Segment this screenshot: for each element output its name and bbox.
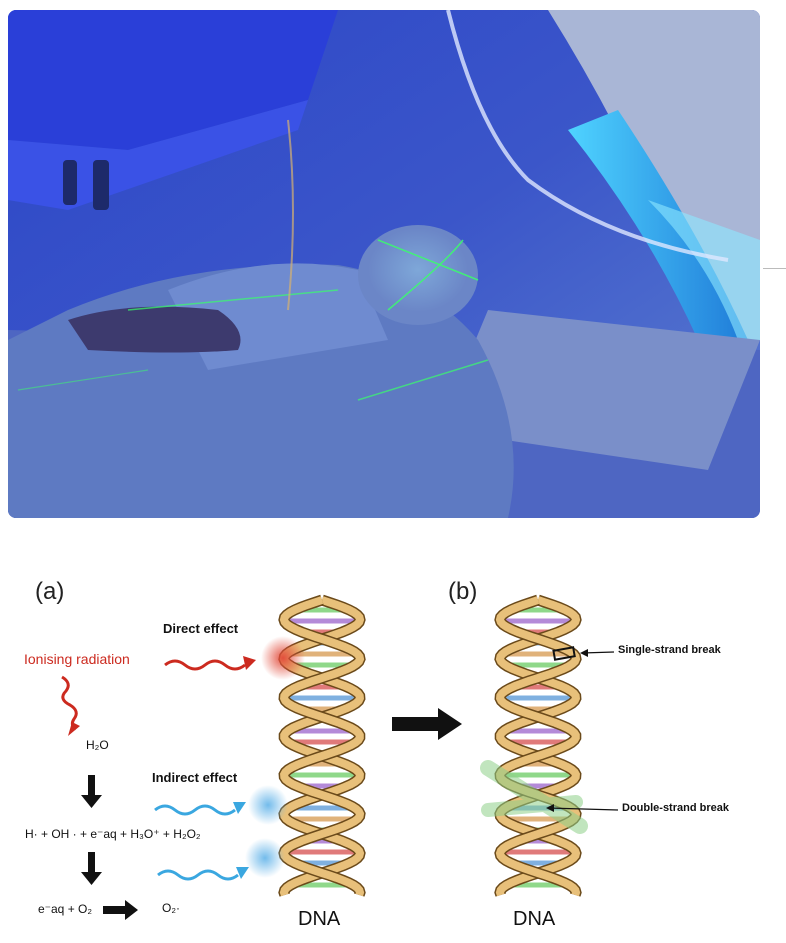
dna-label-right: DNA	[513, 908, 556, 930]
dna-helix-right	[494, 594, 582, 897]
double-strand-break-label: Double-strand break	[622, 802, 729, 814]
dna-label-left: DNA	[298, 908, 341, 930]
dna-strand	[495, 596, 581, 897]
indirect-effect-glow-2	[245, 838, 285, 878]
ionising-radiation-label: Ionising radiation	[24, 651, 130, 667]
panel-a-label: (a)	[35, 578, 65, 605]
big-transition-arrow	[392, 717, 440, 731]
panel-b-label: (b)	[448, 578, 478, 605]
down-arrow-2	[81, 872, 102, 885]
superoxide-reactants-label: e⁻aq + O₂	[38, 902, 93, 916]
direct-effect-label: Direct effect	[163, 621, 239, 636]
direct-effect-glow	[261, 636, 305, 680]
indirect-effect-label: Indirect effect	[152, 770, 238, 785]
water-label: H₂O	[86, 738, 109, 752]
dna-strand	[279, 596, 365, 897]
single-strand-break-label: Single-strand break	[618, 644, 721, 656]
single-strand-break-mark	[552, 646, 576, 661]
radiotherapy-photo	[8, 10, 760, 518]
superoxide-product-label: O₂·	[162, 901, 180, 915]
indirect-effect-arrow-2	[157, 869, 239, 881]
direct-effect-arrow	[164, 659, 246, 671]
right-arrow-small	[125, 900, 138, 920]
radiation-down-arrow	[61, 675, 78, 731]
double-strand-break-mark	[480, 760, 588, 834]
radiolysis-products-label: H· + OH · + e⁻aq + H₃O⁺ + H₂O₂	[25, 827, 201, 841]
indirect-effect-arrow-1	[154, 804, 236, 816]
indirect-effect-glow-1	[248, 785, 288, 825]
edge-line	[763, 268, 786, 269]
dna-damage-diagram: (a) (b) Ionising radiation Direct effect…	[0, 540, 786, 943]
down-arrow-1	[81, 795, 102, 808]
